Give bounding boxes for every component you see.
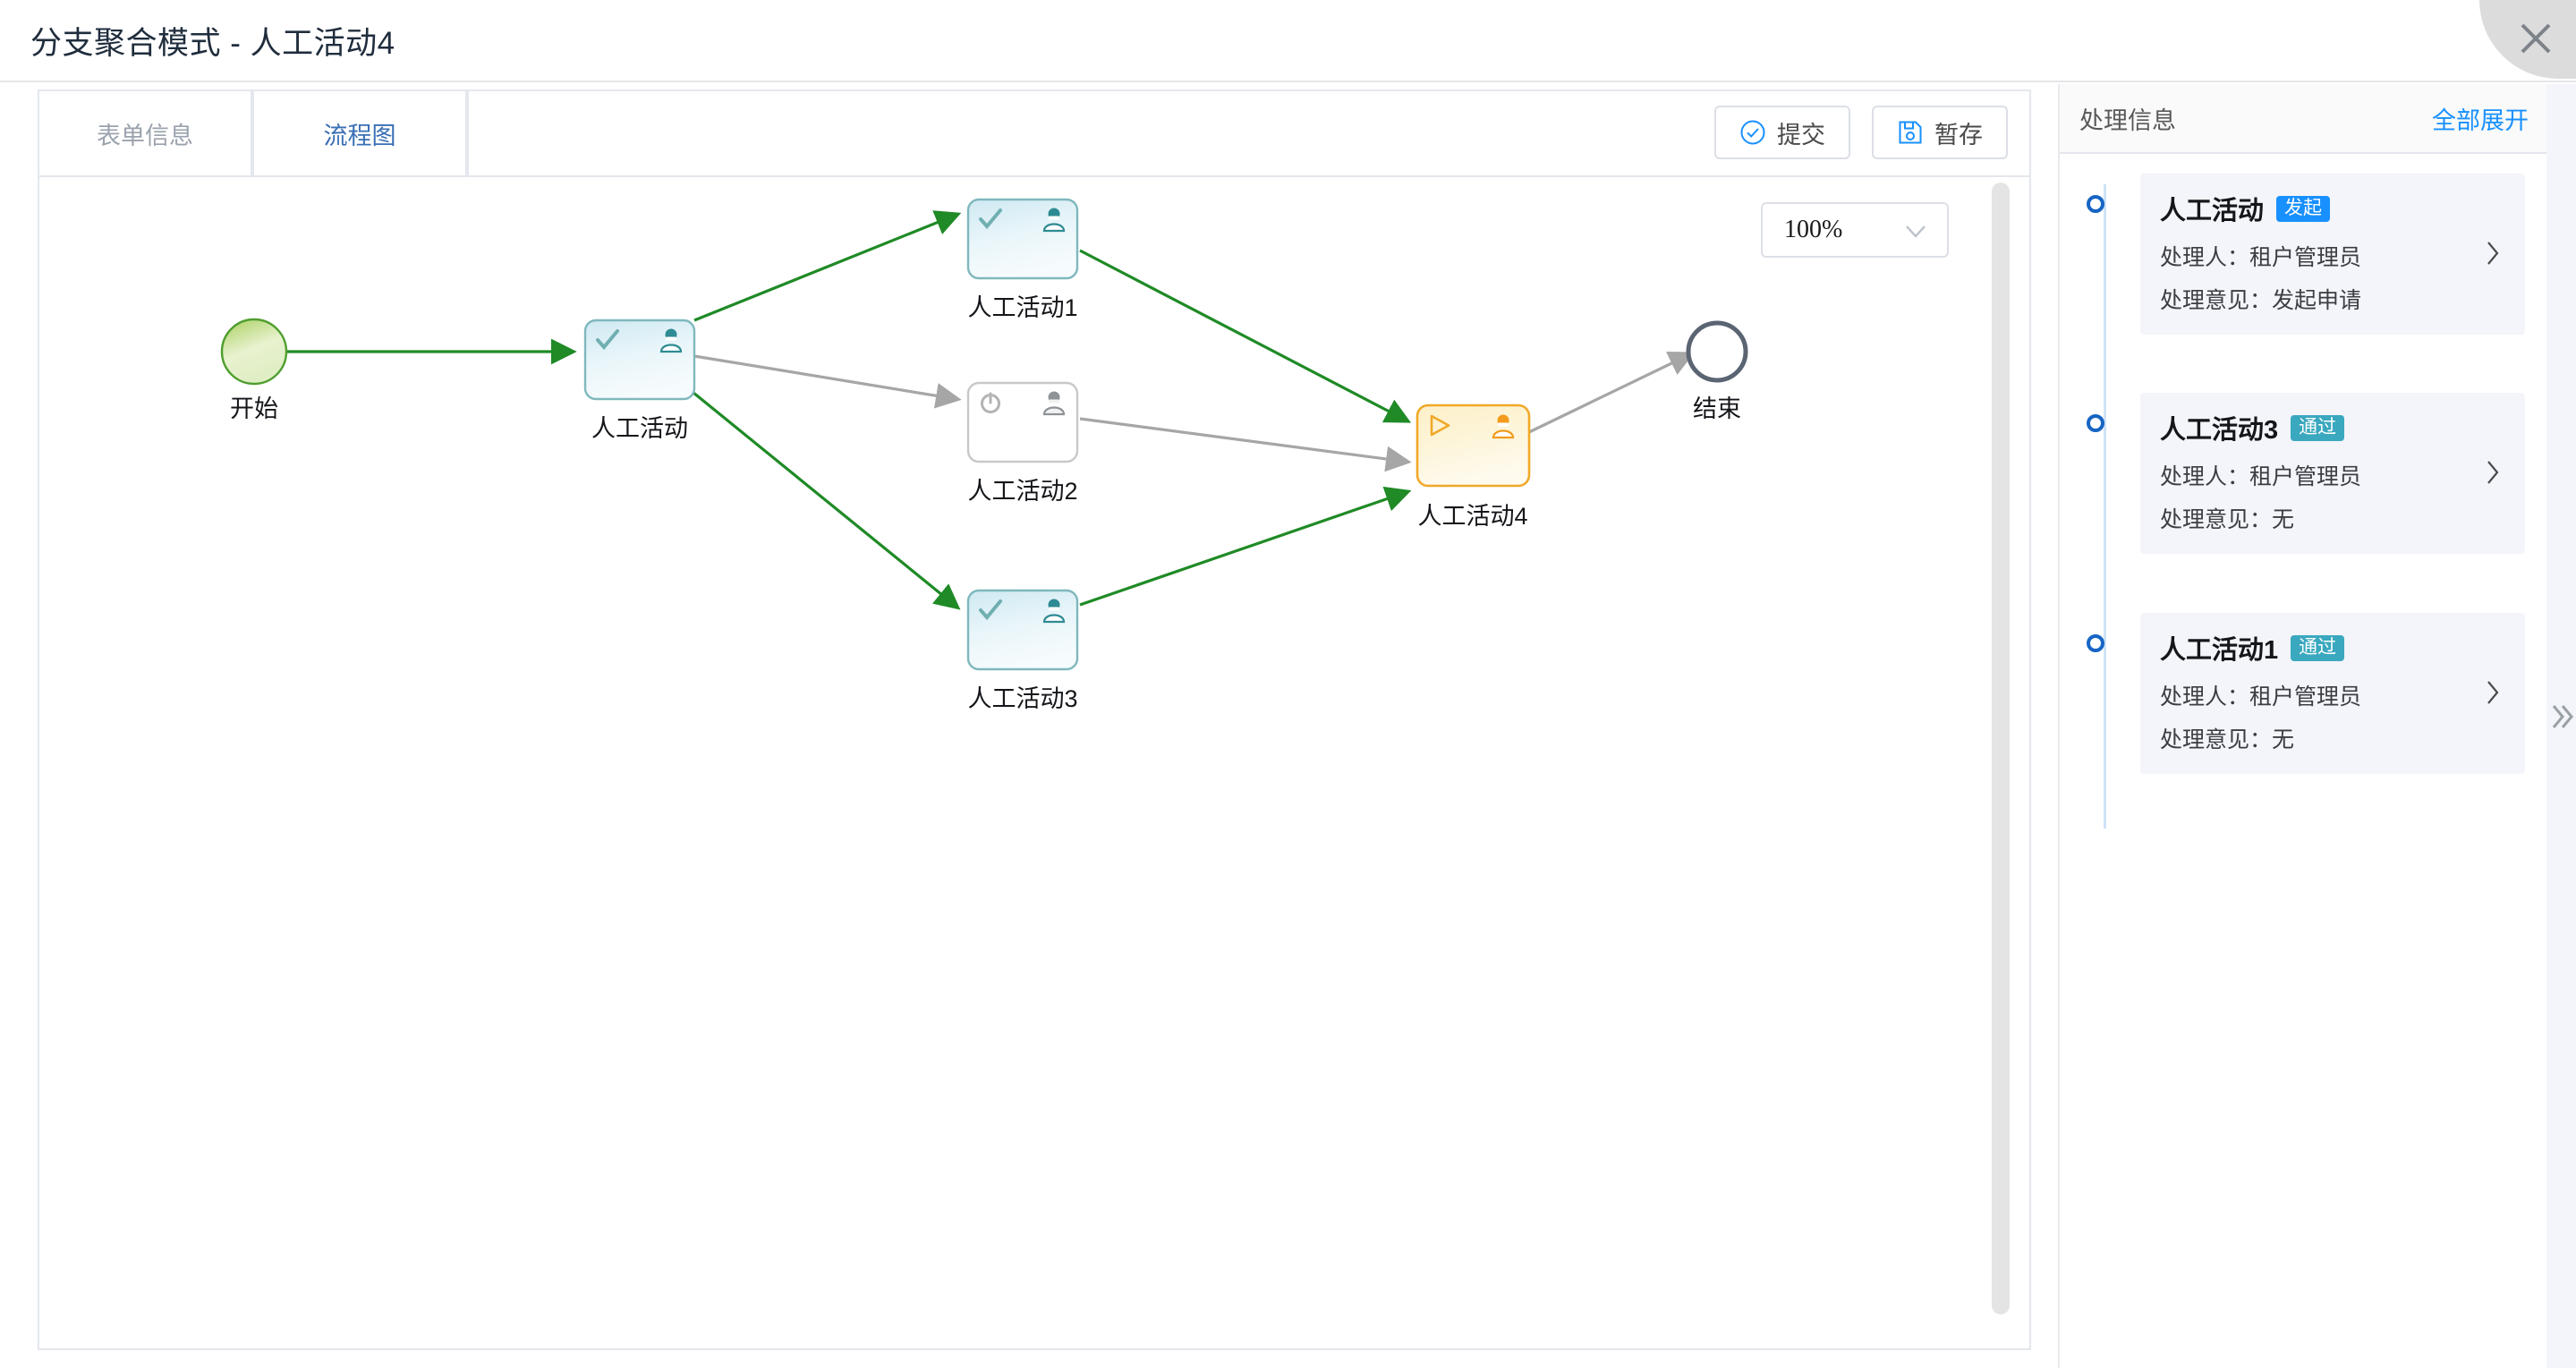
timeline-card-head: 人工活动3 通过 bbox=[2160, 409, 2505, 446]
save-floppy-icon bbox=[1899, 121, 1922, 144]
timeline-dot-icon bbox=[2087, 195, 2104, 213]
node-t2-label: 人工活动2 bbox=[967, 478, 1077, 505]
user-icon bbox=[659, 328, 683, 353]
chevron-right-icon[interactable] bbox=[2484, 240, 2502, 267]
user-icon bbox=[1042, 208, 1066, 233]
handler-label: 处理人： bbox=[2160, 684, 2250, 709]
tab-flow-chart[interactable]: 流程图 bbox=[252, 89, 467, 175]
node-start[interactable]: 开始 bbox=[220, 318, 288, 422]
close-icon bbox=[2521, 23, 2551, 54]
comment-row: 处理意见：无 bbox=[2160, 502, 2505, 534]
process-info-header: 处理信息 全部展开 bbox=[2060, 84, 2548, 154]
node-t0[interactable]: 人工活动 bbox=[583, 319, 696, 442]
tab-form-info[interactable]: 表单信息 bbox=[38, 89, 252, 175]
chevron-down-icon bbox=[1906, 225, 1926, 238]
user-icon bbox=[1042, 391, 1066, 416]
edge-t3-to-t4 bbox=[1079, 486, 1412, 607]
close-button[interactable] bbox=[2479, 0, 2576, 79]
node-t2[interactable]: 人工活动2 bbox=[966, 381, 1079, 505]
node-end-label: 结束 bbox=[1693, 395, 1741, 422]
node-t3-label: 人工活动3 bbox=[967, 685, 1077, 712]
check-icon bbox=[979, 599, 1002, 621]
node-t4-label: 人工活动4 bbox=[1417, 503, 1527, 530]
comment-row: 处理意见：发起申请 bbox=[2160, 283, 2505, 315]
activity-name: 人工活动1 bbox=[2160, 636, 2279, 665]
timeline-card-head: 人工活动1 通过 bbox=[2160, 629, 2505, 667]
flow-pane: 表单信息 流程图 提交 bbox=[0, 84, 2056, 1368]
check-icon bbox=[979, 208, 1002, 230]
timeline-dot-icon bbox=[2087, 414, 2104, 432]
handler-row: 处理人：租户管理员 bbox=[2160, 679, 2505, 711]
double-chevron-right-icon bbox=[2552, 705, 2573, 728]
activity-name: 人工活动3 bbox=[2160, 416, 2279, 445]
handler-row: 处理人：租户管理员 bbox=[2160, 459, 2505, 491]
activity-name: 人工活动 bbox=[2160, 197, 2265, 225]
save-draft-button-label: 暂存 bbox=[1934, 121, 1983, 149]
edge-t0-to-t3 bbox=[682, 383, 961, 610]
panel-collapse-handle[interactable] bbox=[2546, 84, 2576, 1368]
action-toolbar: 提交 暂存 bbox=[1714, 106, 2008, 159]
handler-value: 租户管理员 bbox=[2249, 245, 2362, 270]
process-timeline: 人工活动 发起 处理人：租户管理员 处理意见：发起申请 bbox=[2060, 154, 2548, 1368]
timeline-card[interactable]: 人工活动1 通过 处理人：租户管理员 处理意见：无 bbox=[2140, 613, 2525, 774]
status-badge: 通过 bbox=[2291, 414, 2345, 441]
flow-diagram: 开始 人工活动 bbox=[220, 198, 1748, 712]
panel-title: 处理信息 bbox=[2079, 106, 2176, 134]
power-off-icon bbox=[981, 392, 1000, 413]
handler-row: 处理人：租户管理员 bbox=[2160, 240, 2505, 272]
handler-value: 租户管理员 bbox=[2249, 464, 2362, 489]
page-title: 分支聚合模式 - 人工活动4 bbox=[30, 26, 395, 61]
edge-t0-to-t2 bbox=[693, 354, 962, 409]
handler-value: 租户管理员 bbox=[2249, 684, 2362, 709]
comment-value: 无 bbox=[2272, 727, 2295, 752]
zoom-value: 100% bbox=[1784, 216, 1843, 243]
node-end[interactable]: 结束 bbox=[1686, 320, 1748, 422]
save-draft-button[interactable]: 暂存 bbox=[1872, 106, 2008, 159]
check-icon bbox=[596, 329, 619, 351]
submit-button[interactable]: 提交 bbox=[1714, 106, 1850, 159]
zoom-select[interactable]: 100% bbox=[1761, 202, 1949, 258]
node-t1-label: 人工活动1 bbox=[967, 294, 1077, 321]
timeline-card-head: 人工活动 发起 bbox=[2160, 190, 2505, 227]
handler-label: 处理人： bbox=[2160, 464, 2250, 489]
node-t1[interactable]: 人工活动1 bbox=[966, 198, 1079, 321]
handler-label: 处理人： bbox=[2160, 245, 2250, 270]
comment-value: 无 bbox=[2272, 507, 2295, 532]
tab-bar: 表单信息 流程图 提交 bbox=[38, 89, 2031, 177]
node-t3[interactable]: 人工活动3 bbox=[966, 589, 1079, 712]
user-icon bbox=[1042, 599, 1066, 624]
comment-value: 发起申请 bbox=[2272, 288, 2362, 313]
edge-t2-to-t4 bbox=[1079, 417, 1412, 472]
comment-label: 处理意见： bbox=[2160, 288, 2273, 313]
process-info-panel: 处理信息 全部展开 人工活动 发起 处理人：租户管理员 bbox=[2058, 84, 2576, 1368]
timeline-card[interactable]: 人工活动3 通过 处理人：租户管理员 处理意见：无 bbox=[2140, 393, 2525, 554]
edge-t1-to-t4 bbox=[1079, 249, 1412, 423]
flow-canvas[interactable]: 开始 人工活动 bbox=[38, 177, 2031, 1350]
timeline-rail bbox=[2104, 184, 2106, 828]
submit-button-label: 提交 bbox=[1777, 121, 1825, 149]
expand-all-link[interactable]: 全部展开 bbox=[2432, 106, 2529, 134]
status-badge: 发起 bbox=[2276, 195, 2331, 222]
edge-t0-to-t1 bbox=[693, 210, 962, 322]
status-badge: 通过 bbox=[2291, 634, 2345, 661]
edge-t4-to-end bbox=[1528, 352, 1696, 434]
comment-row: 处理意见：无 bbox=[2160, 722, 2505, 754]
window-content: 表单信息 流程图 提交 bbox=[0, 84, 2576, 1368]
node-t4[interactable]: 人工活动4 bbox=[1416, 404, 1531, 530]
chevron-right-icon[interactable] bbox=[2484, 679, 2502, 706]
canvas-vertical-scrollbar[interactable] bbox=[1992, 183, 2010, 1314]
chevron-right-icon[interactable] bbox=[2484, 459, 2502, 486]
window-titlebar: 分支聚合模式 - 人工活动4 bbox=[0, 0, 2576, 82]
node-t0-label: 人工活动 bbox=[591, 415, 688, 442]
node-start-label: 开始 bbox=[230, 395, 278, 422]
timeline-dot-icon bbox=[2087, 634, 2104, 652]
timeline-card[interactable]: 人工活动 发起 处理人：租户管理员 处理意见：发起申请 bbox=[2140, 174, 2525, 335]
user-icon bbox=[1492, 414, 1515, 439]
play-triangle-icon bbox=[1430, 414, 1450, 437]
check-circle-icon bbox=[1740, 120, 1765, 145]
comment-label: 处理意见： bbox=[2160, 507, 2273, 532]
comment-label: 处理意见： bbox=[2160, 727, 2273, 752]
